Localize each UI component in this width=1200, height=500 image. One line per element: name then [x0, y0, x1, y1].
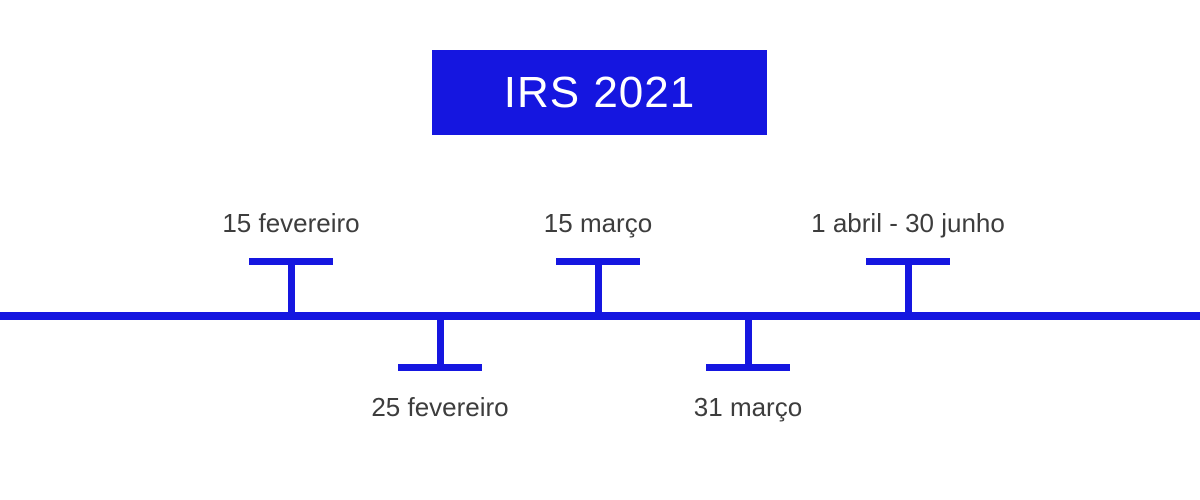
event-tick-marker	[556, 258, 640, 312]
event-tick-marker	[249, 258, 333, 312]
event-tick-marker	[398, 320, 482, 371]
timeline-axis-line	[0, 312, 1200, 320]
tick-cap-line	[866, 258, 950, 265]
tick-cap-line	[249, 258, 333, 265]
event-tick-marker	[706, 320, 790, 371]
event-label: 15 fevereiro	[222, 208, 360, 238]
event-label: 25 fevereiro	[371, 392, 509, 422]
tick-stem-line	[594, 265, 602, 312]
tick-cap-line	[398, 364, 482, 371]
event-tick-marker	[866, 258, 950, 312]
tick-cap-line	[556, 258, 640, 265]
event-label: 15 março	[543, 208, 653, 238]
page-title: IRS 2021	[503, 67, 696, 117]
title-banner: IRS 2021	[432, 50, 767, 135]
event-label: 31 março	[693, 392, 803, 422]
tick-cap-line	[706, 364, 790, 371]
tick-stem-line	[436, 320, 444, 364]
tick-stem-line	[904, 265, 912, 312]
tick-stem-line	[744, 320, 752, 364]
tick-stem-line	[287, 265, 295, 312]
event-label: 1 abril - 30 junho	[811, 208, 1005, 238]
